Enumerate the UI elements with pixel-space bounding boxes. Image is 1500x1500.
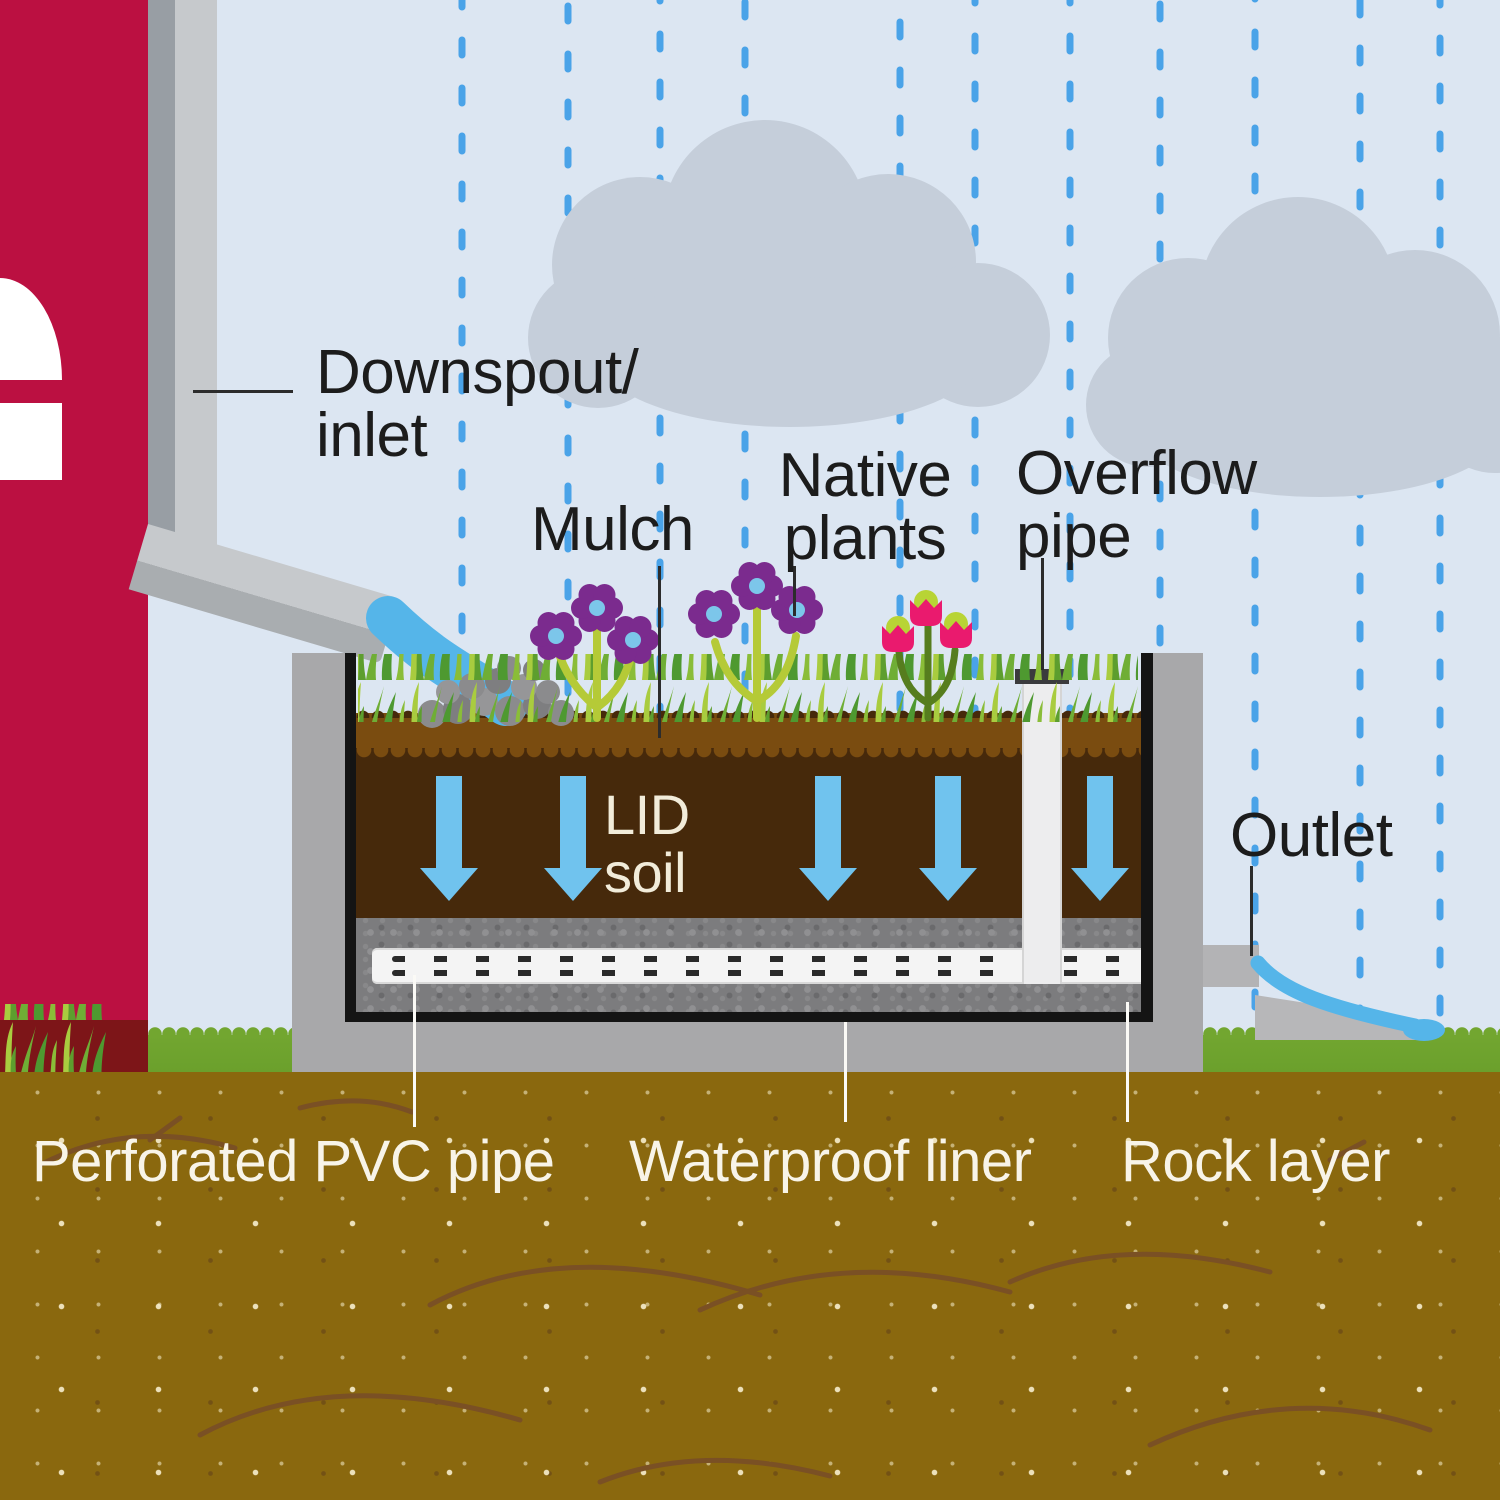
leader-outlet <box>1250 866 1253 956</box>
leader-native-plants <box>793 566 796 616</box>
leader-overflow-pipe <box>1041 558 1044 670</box>
label-native-plants: Native plants <box>778 441 952 573</box>
waterproof-liner <box>345 653 1153 1022</box>
label-downspout-inlet: Downspout/ inlet <box>316 338 639 470</box>
grass-strip-left <box>148 1025 292 1072</box>
window-pane <box>0 403 62 480</box>
perforated-pvc-pipe <box>372 948 1141 984</box>
label-lid-soil: LID soil <box>604 783 690 904</box>
mulch-scallop-edge <box>356 748 1141 761</box>
planter-base <box>292 1015 1203 1072</box>
leader-downspout <box>193 390 293 393</box>
outlet-water <box>1250 955 1423 1034</box>
building-wall <box>0 0 148 1020</box>
label-overflow-pipe: Overflow pipe <box>1016 439 1257 571</box>
label-mulch: Mulch <box>531 495 694 564</box>
pipe-perforations-row <box>392 970 1122 976</box>
leader-waterproof-liner <box>844 1022 847 1122</box>
leader-rock-layer <box>1126 1002 1129 1122</box>
label-perforated-pvc-pipe: Perforated PVC pipe <box>32 1129 555 1194</box>
lid-soil-layer <box>356 748 1141 918</box>
grass-strip-right <box>1203 1025 1500 1072</box>
downspout-pipe-vertical <box>148 0 217 560</box>
leader-mulch <box>658 566 661 738</box>
building-foundation <box>0 1020 148 1072</box>
label-rock-layer: Rock layer <box>1121 1129 1390 1194</box>
leader-pvc-pipe <box>413 975 416 1127</box>
planter-wall-right <box>1153 653 1203 1072</box>
label-outlet: Outlet <box>1230 801 1393 870</box>
downspout-pipe-elbow <box>128 524 400 664</box>
overflow-pipe <box>1022 676 1062 984</box>
label-waterproof-liner: Waterproof liner <box>629 1129 1032 1194</box>
planter-wall-left <box>292 653 345 1072</box>
pipe-perforations-row <box>392 956 1122 962</box>
